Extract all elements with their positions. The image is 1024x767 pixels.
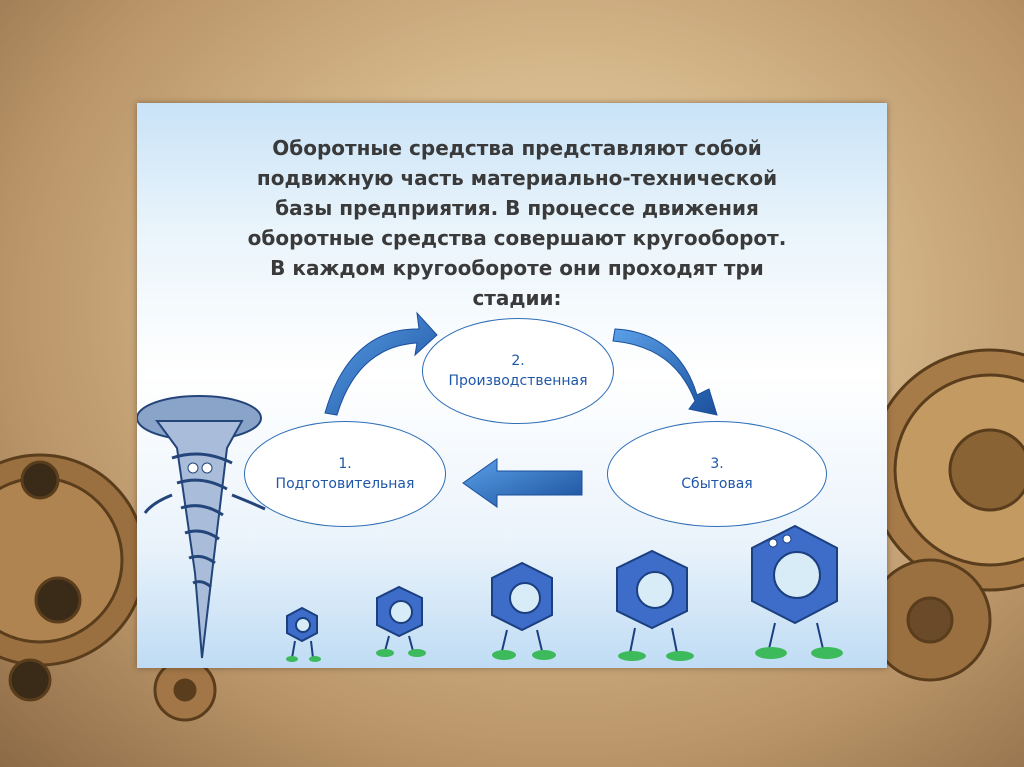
gear-icon (0, 453, 147, 702)
stage-label: Сбытовая (681, 476, 753, 492)
nut-character-icon (376, 585, 426, 657)
screw-character-icon (137, 395, 266, 659)
nut-character-icon (616, 549, 694, 661)
nut-character-icon (751, 524, 843, 659)
slide-title: Оборотные средства представляют собой по… (247, 136, 787, 310)
curved-arrow-icon (612, 328, 718, 416)
gear-icon (153, 658, 217, 722)
gear-icon (868, 348, 1024, 682)
curved-arrow-icon (324, 311, 438, 416)
stage-number: 2. (511, 353, 525, 369)
stage-number: 3. (710, 456, 724, 472)
stage-number: 1. (338, 456, 352, 472)
arrow-left-icon (462, 458, 583, 508)
slide-panel: Оборотные средства представляют собой по… (137, 103, 887, 668)
stage-preparation: 1. Подготовительная (244, 421, 446, 527)
nut-character-icon (286, 606, 321, 662)
stage-sales: 3. Сбытовая (607, 421, 827, 527)
nut-character-icon (491, 561, 556, 660)
stage-production: 2. Производственная (422, 318, 614, 424)
stage-label: Производственная (448, 373, 588, 389)
stage-label: Подготовительная (275, 476, 415, 492)
